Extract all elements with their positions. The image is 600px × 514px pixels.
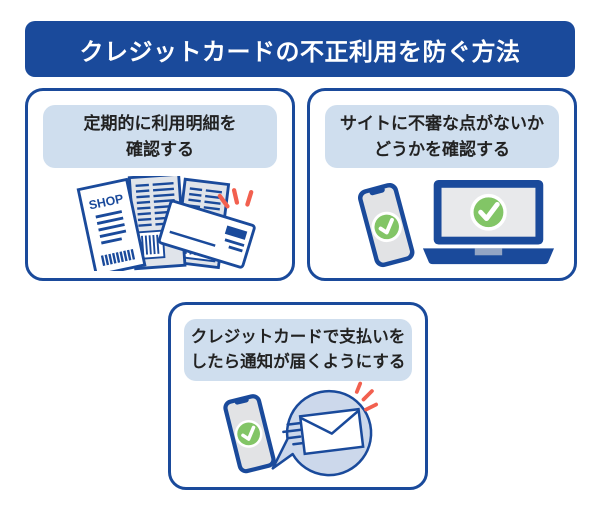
smartphone-icon xyxy=(223,394,276,474)
shop-receipt-icon: SHOP xyxy=(76,177,147,271)
receipts-illustration: SHOP xyxy=(28,168,292,278)
alert-sparkle-icon xyxy=(354,381,379,412)
card-label-line1: サイトに不審な点がないか xyxy=(340,114,544,133)
title-banner: クレジットカードの不正利用を防ぐ方法 xyxy=(25,21,575,77)
receipts-statements-credit-card-icon: SHOP xyxy=(76,175,256,271)
card-label-line2: 確認する xyxy=(126,139,194,159)
card-check-statements: 定期的に利用明細を 確認する xyxy=(25,88,295,281)
credit-card-icon xyxy=(157,199,256,269)
mail-envelope-icon xyxy=(282,408,365,456)
card-label-line2: したら通知が届くようにする xyxy=(190,352,406,371)
smartphone-icon xyxy=(357,182,414,268)
card-label: サイトに不審な点がないか どうかを確認する xyxy=(325,105,559,168)
alert-sparkle-icon xyxy=(217,187,254,209)
smartphone-mail-notification-icon xyxy=(223,381,379,477)
card-label-line1: クレジットカードで支払いを xyxy=(190,328,406,346)
card-payment-notifications: クレジットカードで支払いを したら通知が届くようにする xyxy=(168,302,428,490)
laptop-icon xyxy=(422,179,554,265)
smartphone-laptop-verified-icon xyxy=(357,179,554,268)
card-label: クレジットカードで支払いを したら通知が届くようにする xyxy=(184,319,412,381)
card-check-site: サイトに不審な点がないか どうかを確認する xyxy=(307,88,577,281)
page-title: クレジットカードの不正利用を防ぐ方法 xyxy=(79,38,521,66)
notification-illustration xyxy=(171,381,425,488)
card-label: 定期的に利用明細を 確認する xyxy=(43,105,277,168)
card-label-line1: 定期的に利用明細を xyxy=(83,114,237,133)
card-label-line2: どうかを確認する xyxy=(374,139,510,159)
devices-illustration xyxy=(310,168,574,278)
